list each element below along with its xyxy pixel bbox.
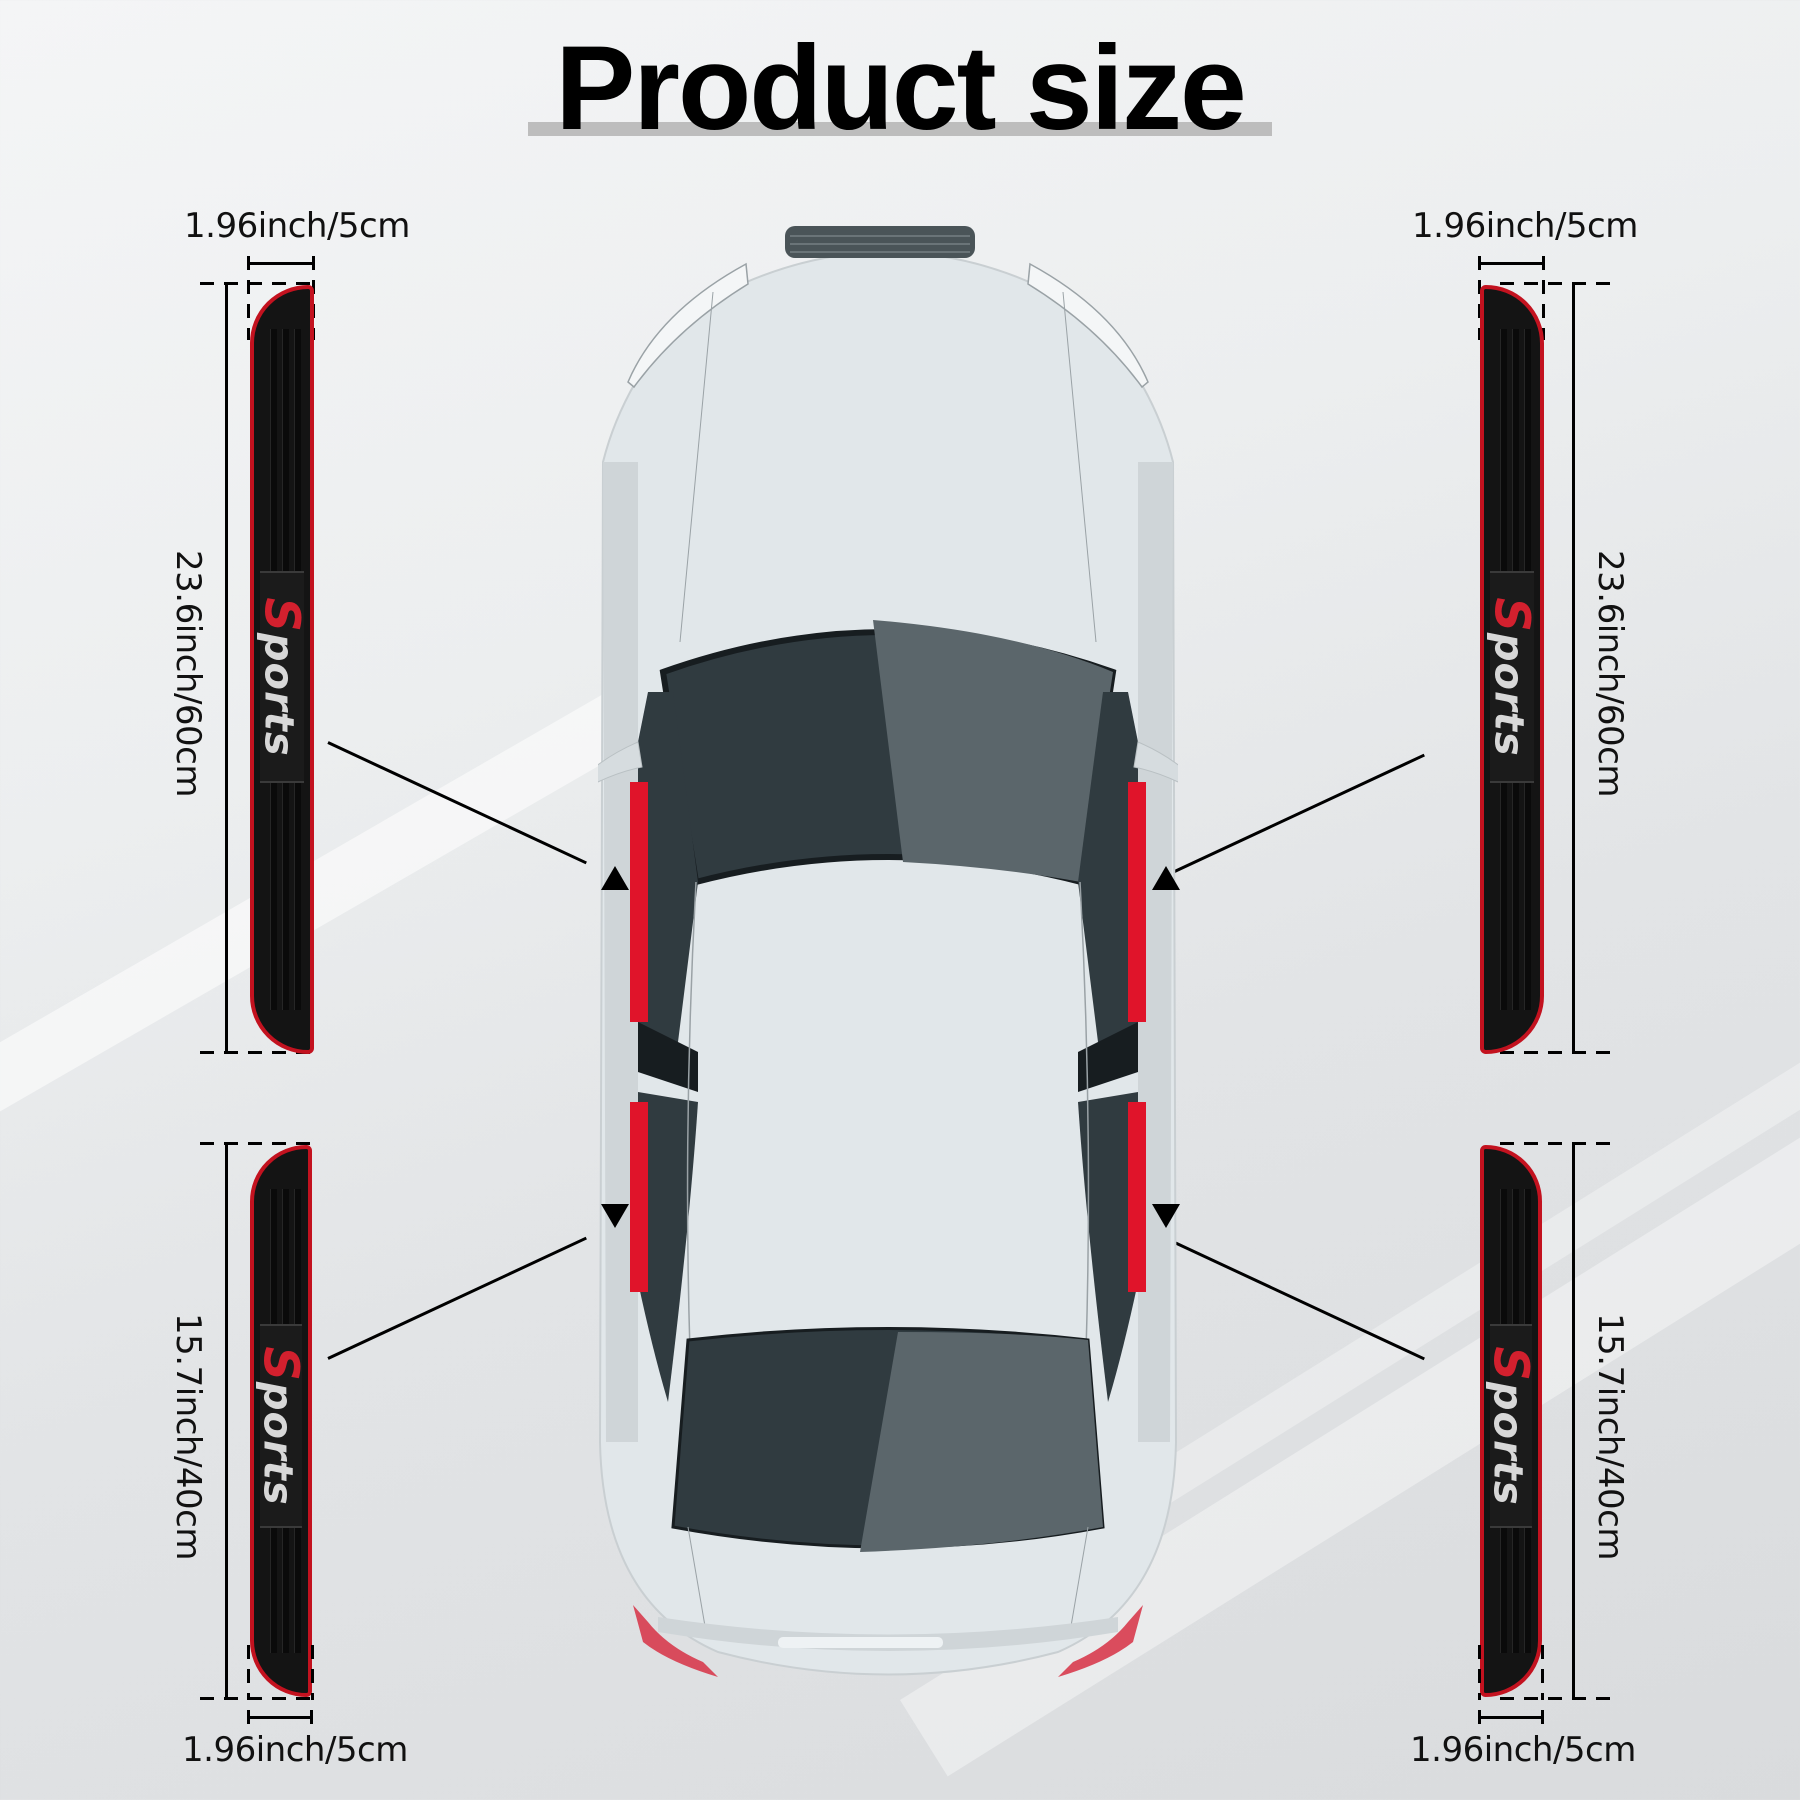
width-bracket-tick <box>1542 256 1545 270</box>
door-marker-rear-right <box>1128 1102 1146 1292</box>
guide-dashed <box>200 1051 315 1054</box>
guide-dashed <box>200 1697 315 1700</box>
width-bracket-tick <box>247 1710 250 1724</box>
width-bracket <box>1478 1716 1544 1719</box>
length-label: 15.7inch/40cm <box>1590 1313 1630 1560</box>
door-guard-strip: Sports <box>250 285 314 1054</box>
length-line <box>1572 282 1575 1054</box>
door-guard-strip: Sports <box>1480 1145 1542 1697</box>
width-bracket <box>1478 262 1545 265</box>
door-guard-strip: Sports <box>250 1145 312 1697</box>
pointer-line <box>1165 1237 1425 1361</box>
width-bracket-tick <box>310 1710 313 1724</box>
width-bracket-tick <box>312 256 315 270</box>
guide-dashed <box>1500 282 1615 285</box>
arrow-head-icon <box>1152 866 1180 890</box>
pointer-line <box>327 1236 587 1360</box>
sports-badge: Sports <box>254 571 310 783</box>
length-label: 23.6inch/60cm <box>1590 550 1630 797</box>
width-bracket <box>247 262 315 265</box>
length-line <box>225 282 228 1054</box>
arrow-head-icon <box>601 866 629 890</box>
door-guard-strip: Sports <box>1480 285 1544 1054</box>
length-line <box>225 1142 228 1700</box>
guide-dashed <box>247 1645 250 1700</box>
guide-dashed <box>200 282 315 285</box>
length-label: 15.7inch/40cm <box>168 1313 208 1560</box>
page-title: Product size <box>555 21 1247 155</box>
guide-dashed <box>1500 1142 1615 1145</box>
length-line <box>1572 1142 1575 1700</box>
guide-dashed <box>1500 1697 1615 1700</box>
length-label: 23.6inch/60cm <box>168 550 208 797</box>
guide-dashed <box>311 1645 314 1700</box>
sports-badge: Sports <box>1484 1324 1538 1528</box>
door-marker-front-right <box>1128 782 1146 1022</box>
width-bracket-tick <box>1541 1710 1544 1724</box>
width-label: 1.96inch/5cm <box>1412 206 1638 246</box>
guide-dashed <box>1478 1645 1481 1700</box>
arrow-head-icon <box>601 1204 629 1228</box>
guide-dashed <box>1500 1051 1615 1054</box>
width-label: 1.96inch/5cm <box>184 206 410 246</box>
door-marker-rear-left <box>630 1102 648 1292</box>
guide-dashed <box>200 1142 315 1145</box>
arrow-head-icon <box>1152 1204 1180 1228</box>
width-bracket-tick <box>247 256 250 270</box>
pointer-line <box>1165 753 1425 877</box>
width-bracket-tick <box>1478 1710 1481 1724</box>
width-bracket-tick <box>1478 256 1481 270</box>
guide-dashed <box>1542 280 1545 340</box>
width-label: 1.96inch/5cm <box>1410 1730 1636 1770</box>
sports-badge: Sports <box>254 1324 308 1528</box>
sports-badge: Sports <box>1484 571 1540 783</box>
door-marker-front-left <box>630 782 648 1022</box>
car-top-view-illustration <box>598 226 1178 1677</box>
width-label: 1.96inch/5cm <box>182 1730 408 1770</box>
guide-dashed <box>247 280 250 340</box>
title-underline-shadow <box>528 122 1272 136</box>
guide-dashed <box>1478 280 1481 340</box>
width-bracket <box>247 1716 313 1719</box>
guide-dashed <box>1541 1645 1544 1700</box>
